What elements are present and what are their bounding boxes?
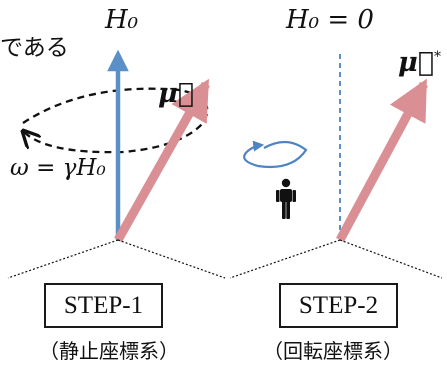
person-icon [276, 178, 296, 219]
cone-right-edge-right [339, 239, 443, 279]
step-1-label: STEP-1 [63, 291, 144, 319]
magnetization-arrow-left [114, 78, 210, 243]
larmor-frequency-label: ω = γH₀ [10, 155, 106, 181]
magnetization-arrow-right [336, 78, 428, 243]
magnetization-label-right-star: * [433, 49, 441, 65]
stationary-frame-label: （静止座標系） [39, 339, 179, 363]
left-diagram [7, 49, 226, 279]
magnetization-label-right: μ⃗* [398, 49, 441, 76]
rotating-frame-arrow [243, 140, 308, 168]
magnetization-label-right-base: μ⃗ [398, 47, 434, 78]
static-field-label: H₀ [105, 5, 139, 35]
cone-left-edge [7, 239, 119, 279]
zero-field-label: H₀ = 0 [286, 5, 374, 35]
magnetization-label-left: μ⃗ [158, 78, 194, 109]
top-left-partial-text: である [0, 35, 69, 61]
right-diagram [229, 54, 443, 279]
step-2-label: STEP-2 [298, 291, 379, 319]
step-2-box: STEP-2 [279, 283, 398, 328]
cone-left-edge-right [229, 239, 341, 279]
cone-right-edge [117, 239, 226, 279]
rotating-frame-label: （回転座標系） [263, 339, 403, 363]
step-1-box: STEP-1 [44, 283, 163, 328]
precession-orbit-arrow [23, 87, 209, 154]
